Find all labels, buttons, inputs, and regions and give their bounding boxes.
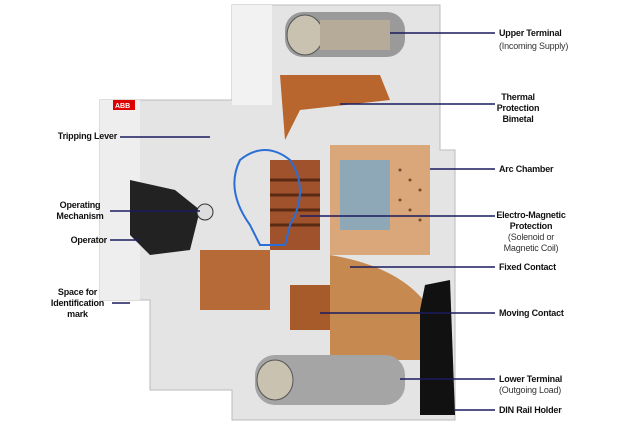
leader-lines bbox=[110, 32, 495, 411]
moving-contact bbox=[290, 285, 330, 330]
label-line: Electro-Magnetic bbox=[496, 210, 566, 220]
lower-terminal bbox=[255, 355, 405, 405]
label-line: Operating bbox=[59, 200, 101, 210]
label-tripping-lever: Tripping Lever bbox=[57, 131, 117, 141]
label-lower-terminal: Lower Terminal(Outgoing Load) bbox=[499, 374, 562, 396]
label-line: mark bbox=[67, 309, 88, 319]
label-upper-terminal: Upper Terminal (Incoming Supply) bbox=[499, 28, 568, 52]
label-subtext: (Incoming Supply) bbox=[499, 41, 569, 51]
label-din-rail-holder: DIN Rail Holder bbox=[499, 405, 562, 415]
operator-handle bbox=[130, 180, 200, 255]
magnetic-coil bbox=[270, 160, 320, 250]
thermal-bimetal bbox=[280, 75, 390, 140]
label-line: Lower Terminal bbox=[499, 374, 563, 384]
label-line: Upper Terminal bbox=[499, 28, 562, 38]
label-line: Thermal bbox=[501, 92, 535, 102]
label-line: Space for bbox=[57, 287, 98, 297]
label-fixed-contact: Fixed Contact bbox=[499, 262, 556, 272]
label-subtext: Magnetic Coil) bbox=[503, 243, 559, 253]
label-line: Bimetal bbox=[502, 114, 534, 124]
label-operator: Operator bbox=[70, 235, 108, 245]
label-subtext: (Outgoing Load) bbox=[499, 385, 562, 395]
svg-text:ABB: ABB bbox=[115, 103, 130, 110]
label-line: Protection bbox=[496, 103, 540, 113]
label-arc-chamber: Arc Chamber bbox=[499, 164, 554, 174]
abb-logo bbox=[113, 100, 135, 110]
din-rail-holder bbox=[420, 280, 455, 415]
label-line: Mechanism bbox=[56, 211, 104, 221]
tripping-highlight bbox=[233, 149, 301, 246]
label-moving-contact: Moving Contact bbox=[499, 308, 564, 318]
label-subtext: (Solenoid or bbox=[507, 232, 555, 242]
label-line: Protection bbox=[509, 221, 553, 231]
label-line: Identification bbox=[50, 298, 105, 308]
